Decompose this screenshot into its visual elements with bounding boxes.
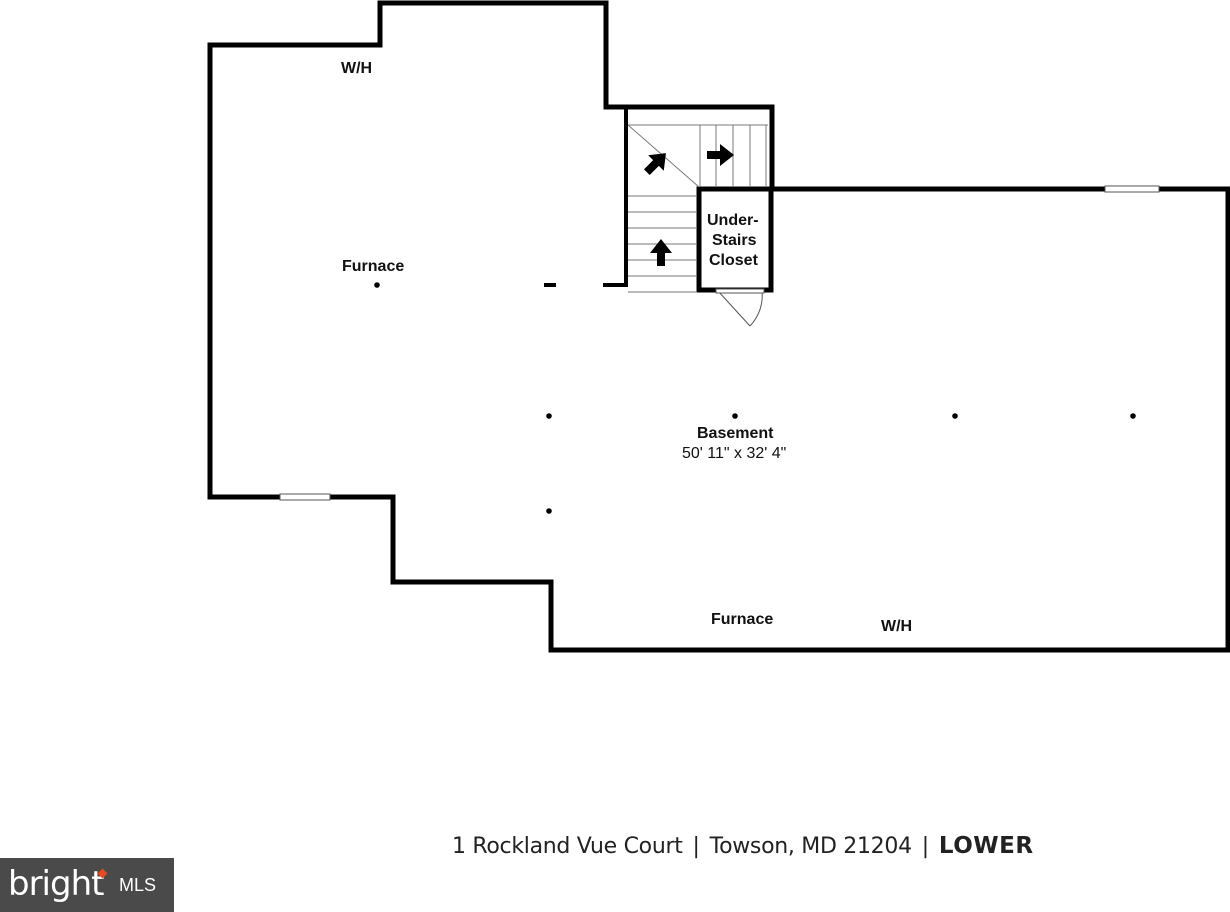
basement-dimensions: 50' 11" x 32' 4" [682,445,787,462]
furnace-label: Furnace [711,611,774,628]
furnace-label: Furnace [342,258,405,275]
closet-label-line2: Stairs [712,232,757,249]
closet-label-line1: Under- [707,212,759,229]
arrow-icon [707,144,734,166]
arrow-icon [650,239,672,266]
floor-plan [207,0,1230,653]
support-posts [374,282,1136,514]
window [1104,185,1160,193]
closet-wall [696,186,774,293]
caption-level: LOWER [938,833,1034,859]
arrow-icon [643,153,666,176]
water-heater-label: W/H [341,60,373,77]
caption-address: 1 Rockland Vue Court [452,834,683,859]
window [279,493,331,501]
bright-mls-logo: bright MLS [0,858,174,912]
plan-caption: 1 Rockland Vue Court | Towson, MD 21204 | LO… [452,833,1034,859]
basement-label: Basement [697,425,774,442]
closet-label-line3: Closet [709,252,758,269]
caption-separator: | [921,834,929,859]
caption-city: Towson, MD 21204 [709,834,912,859]
logo-wordmark: bright [8,864,104,904]
door-swing [715,288,765,327]
logo-suffix: MLS [119,875,157,895]
exterior-wall [207,0,1230,653]
water-heater-label: W/H [881,618,913,635]
caption-separator: | [692,834,700,859]
